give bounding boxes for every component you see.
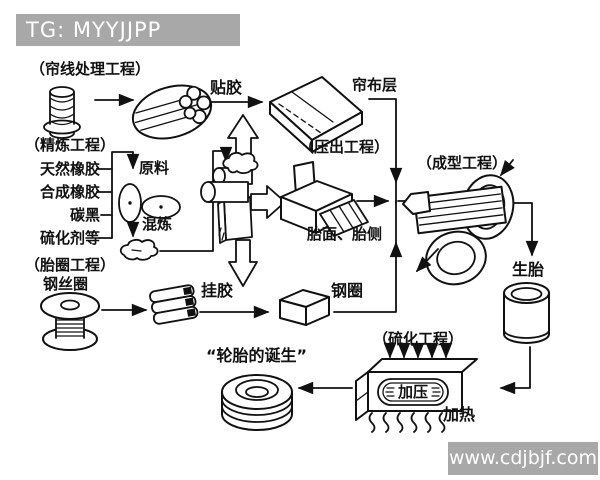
steel-ring-label: 钢圈 bbox=[331, 281, 364, 300]
flow-lines bbox=[94, 93, 539, 395]
mixed-rubber-blob-icon bbox=[119, 238, 159, 261]
tire-birth-label: “轮胎的诞生” bbox=[206, 346, 308, 365]
press-heat-squiggles bbox=[368, 412, 446, 433]
material-item: 碳黑 bbox=[69, 206, 100, 224]
forming-label: （成型工程） bbox=[417, 154, 508, 172]
green-tire-icon bbox=[503, 282, 550, 344]
bead-process-label: （胎圈工程） bbox=[25, 256, 116, 274]
raw-material-lumps-icon bbox=[118, 183, 181, 223]
mixing-mill-icon bbox=[200, 151, 259, 244]
green-tire-label: 生胎 bbox=[512, 260, 545, 279]
cord-processing-label: （帘线处理工程） bbox=[30, 60, 151, 78]
rubber-coating-label: 挂胶 bbox=[201, 281, 234, 300]
thread-spool-icon bbox=[43, 86, 81, 139]
watermark-top-left: TG: MYYJJPP bbox=[16, 14, 240, 46]
bead-wire-ring-label: 钢丝圈 bbox=[43, 275, 89, 293]
heating-label: 加热 bbox=[443, 405, 476, 424]
cord-fabric-layer-label: 帘布层 bbox=[352, 76, 398, 94]
cord-bundle-icon bbox=[131, 84, 213, 140]
coating-top-label: 贴胶 bbox=[210, 78, 243, 97]
wire-bundle-icon bbox=[149, 284, 199, 325]
mixing-label: 混炼 bbox=[142, 215, 173, 233]
extruder-icon bbox=[280, 161, 369, 237]
material-item: 天然橡胶 bbox=[39, 160, 100, 178]
cord-fabric-sheet-icon bbox=[269, 76, 363, 153]
press-pressure-arrows bbox=[383, 342, 453, 359]
vulcanization-label: （硫化工程） bbox=[373, 330, 464, 348]
vulcanizing-press-icon bbox=[355, 342, 478, 433]
finished-tire-icon bbox=[221, 374, 293, 431]
bead-wire-spool-icon bbox=[40, 292, 100, 351]
refining-label: （精炼工程） bbox=[25, 136, 116, 154]
right-block-arrow bbox=[250, 185, 286, 219]
tire-building-machine-icon bbox=[402, 159, 515, 286]
watermark-bottom-right: www.cdjbjf.com bbox=[448, 442, 598, 475]
down-block-arrow bbox=[228, 239, 258, 287]
raw-materials-list: 天然橡胶 合成橡胶 碳黑 硫化剂等 bbox=[16, 158, 100, 250]
extrusion-label: （压出工程） bbox=[299, 138, 390, 156]
coated-bead-block-icon bbox=[279, 289, 330, 326]
raw-material-label: 原料 bbox=[139, 159, 170, 177]
tread-sidewall-label: 胎面、胎侧 bbox=[307, 225, 383, 243]
pressurize-label: 加压 bbox=[397, 383, 428, 401]
big-flow-arrows bbox=[227, 114, 286, 287]
material-item: 硫化剂等 bbox=[39, 229, 100, 247]
material-item: 合成橡胶 bbox=[39, 183, 100, 201]
